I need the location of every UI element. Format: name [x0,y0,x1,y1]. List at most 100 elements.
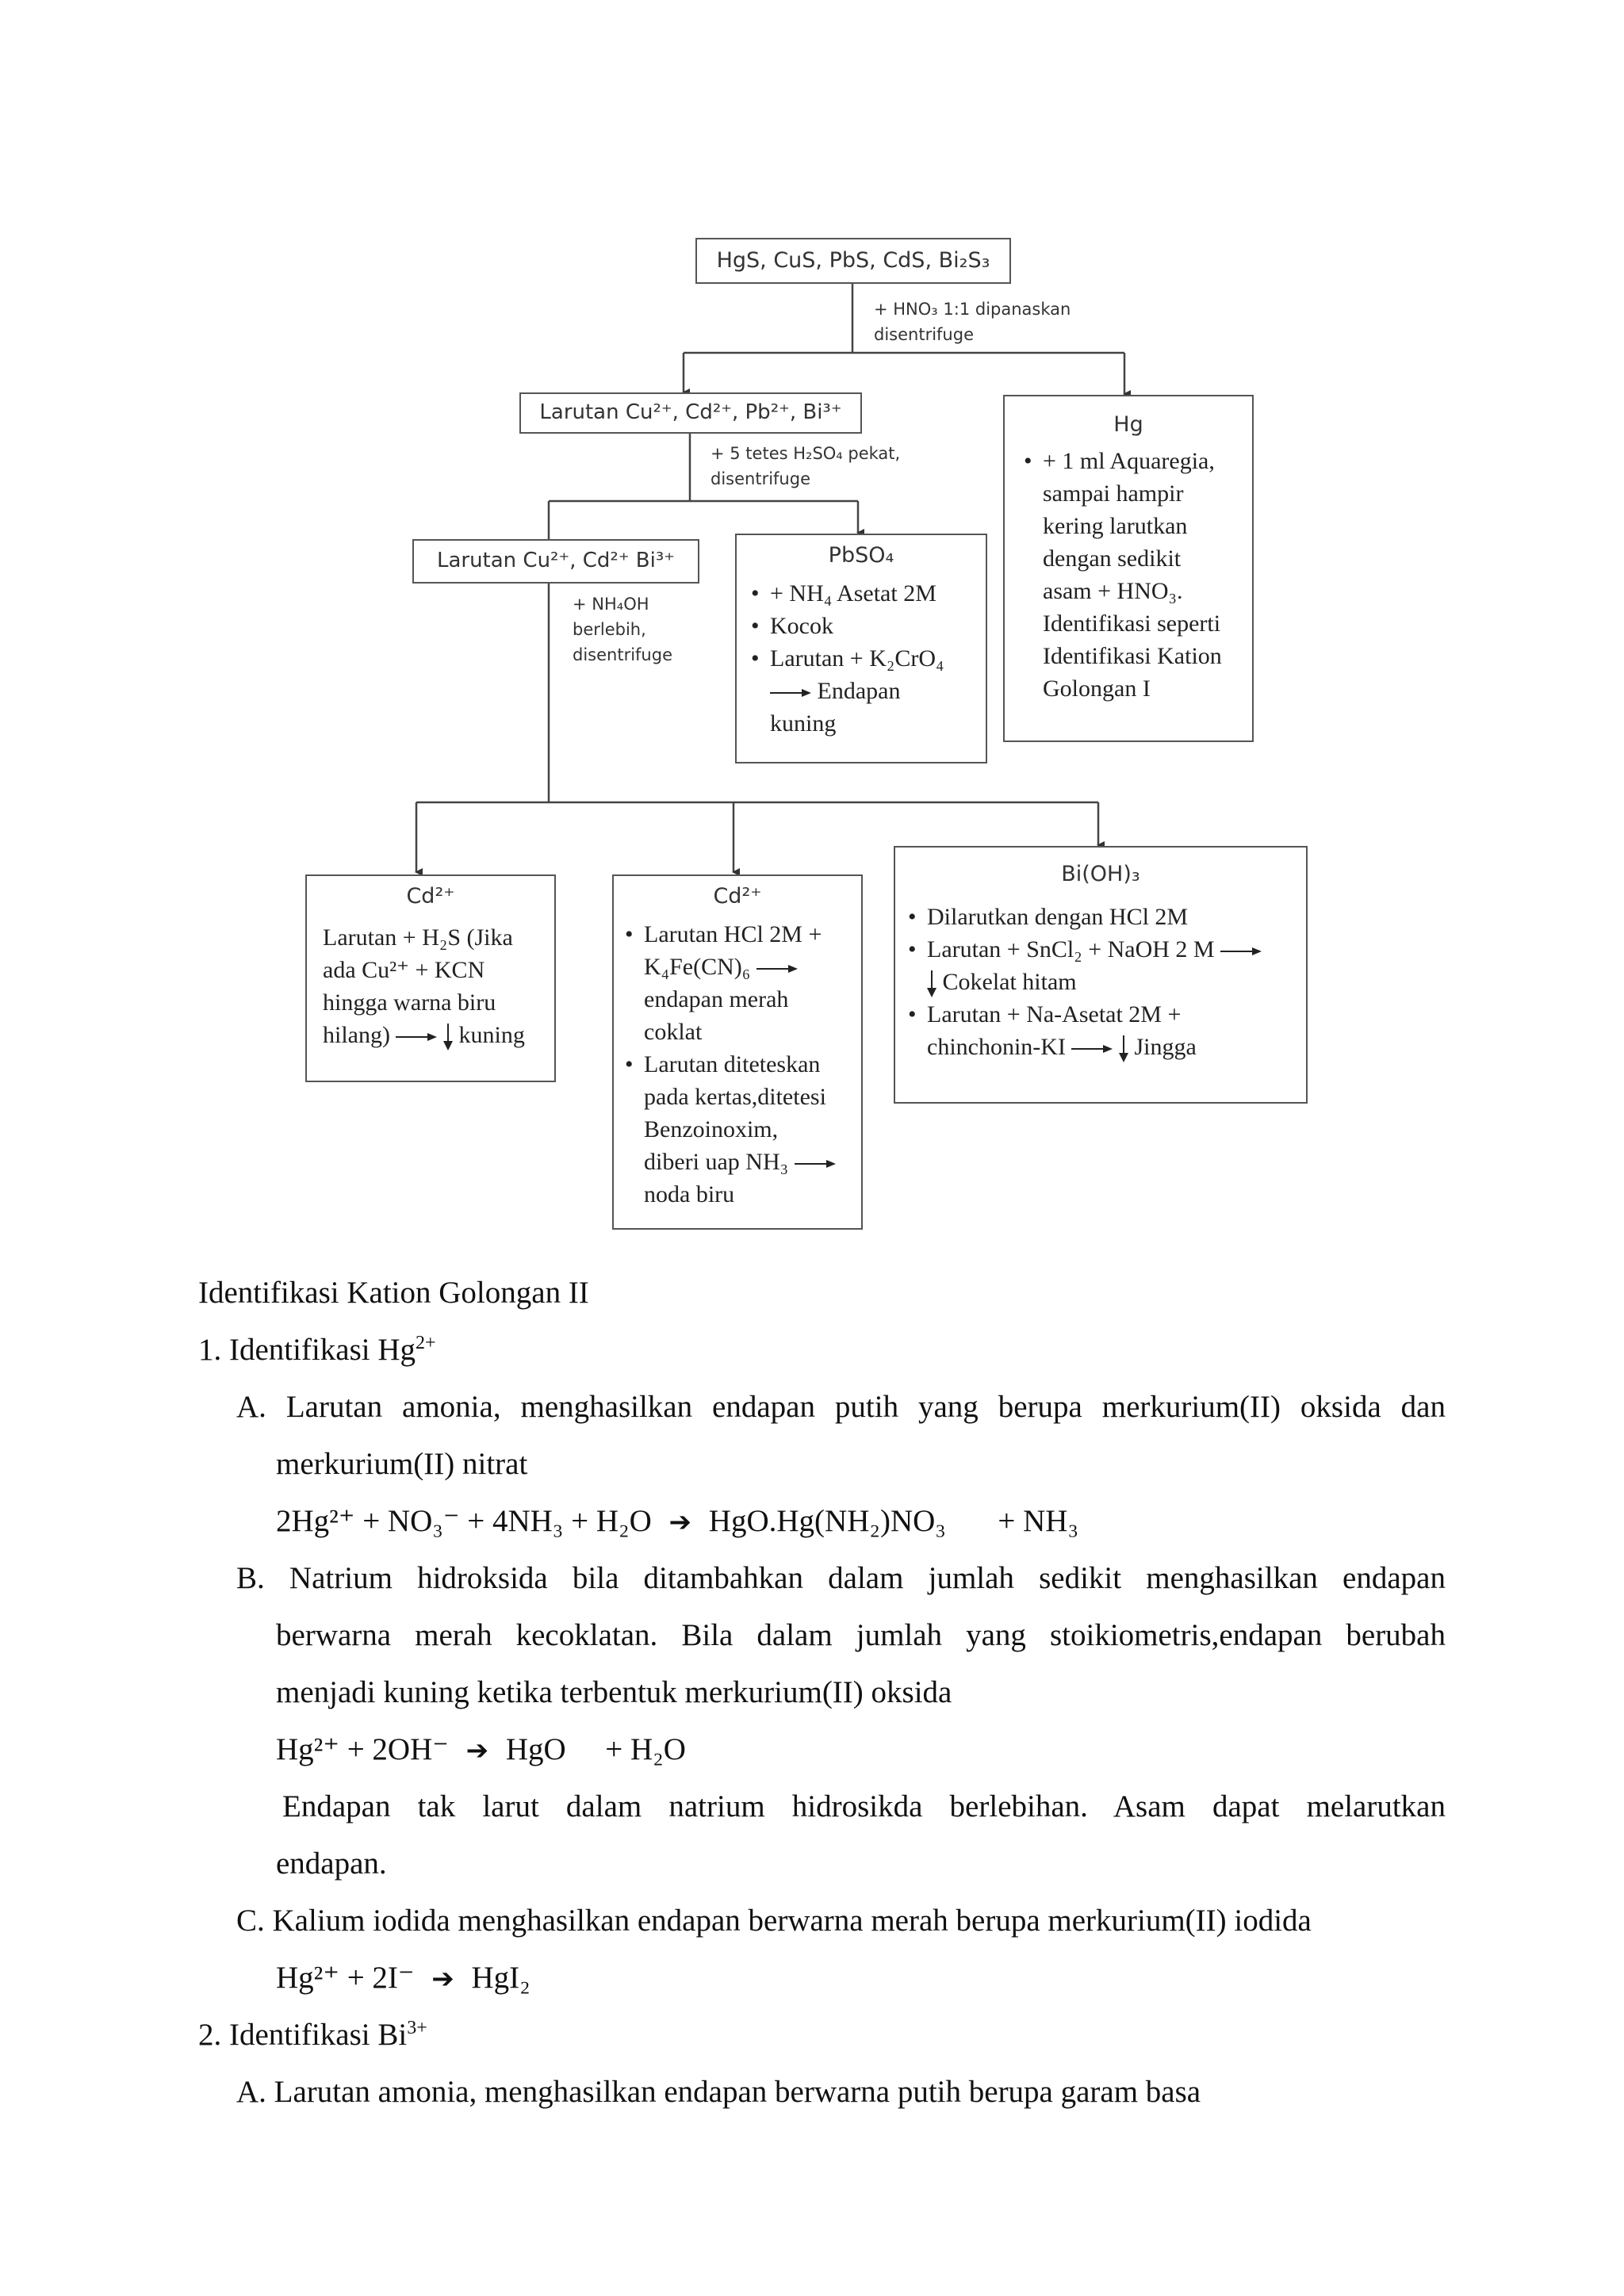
solution-cu-cd-bi-label: Larutan Cu²⁺, Cd²⁺ Bi³⁺ [436,549,676,572]
step3-line: disentrifuge [573,645,672,664]
equation-2-rhs: HgO [505,1732,566,1766]
subsection-bi-label: 2. Identifikasi Bi [198,2018,408,2052]
hg-line: Identifikasi Kation [1043,643,1222,669]
cd1-line: hilang) [323,1022,390,1048]
hg-box: Hg + 1 ml Aquaregia, sampai hampir kerin… [1003,395,1254,742]
equation-1-rhs: HgO.Hg(NH₂)NO₃ [708,1504,946,1538]
bioh3-result: Cokelat hitam [905,966,1306,998]
right-arrow-icon [1071,1045,1113,1054]
cd2-item-line: coklat [644,1019,703,1045]
equation-2: Hg²⁺ + 2OH⁻ ➔ HgO + H₂O [276,1732,686,1767]
step1-note: + HNO₃ 1:1 dipanaskan disentrifuge [874,297,1071,347]
equation-2-rhs2: + H₂O [605,1732,686,1766]
pbso4-result: Endapan [748,675,986,707]
cd1-title: Cd²⁺ [406,884,455,909]
charge-superscript: 3+ [407,2018,427,2038]
hg-procedure: + 1 ml Aquaregia, sampai hampir kering l… [1021,445,1252,705]
step1-line: + HNO₃ 1:1 dipanaskan [874,300,1071,319]
reaction-arrow-icon: ➔ [431,1963,454,1995]
down-arrow-icon [442,1024,453,1051]
right-arrow-icon [770,689,811,698]
pbso4-item: + NH₄ Asetat 2M [748,577,986,610]
right-arrow-icon [1220,947,1262,956]
para-1b-line5: endapan. [276,1846,387,1881]
para-1b-line4: Endapan tak larut dalam natrium hidrosik… [282,1789,1446,1823]
cd2-item-line: diberi uap NH₃ [622,1146,861,1178]
para-1b-line2: berwarna merah kecoklatan. Bila dalam ju… [276,1618,1446,1652]
pbso4-item: Larutan + K₂CrO₄ [748,642,986,675]
bioh3-procedure: Dilarutkan dengan HCl 2M Larutan + SnCl₂… [905,901,1306,1063]
bioh3-title: Bi(OH)₃ [1061,862,1140,886]
step3-note: + NH₄OH berlebih, disentrifuge [573,591,672,668]
cd1-result: kuning [458,1022,525,1048]
hg-line: Golongan I [1043,675,1151,702]
step2-line: disentrifuge [710,469,810,488]
pbso4-result-line: Endapan [817,678,901,704]
down-arrow-icon [927,970,936,998]
cd2-item-line: Benzoinoxim, [644,1116,779,1142]
step3-line: + NH₄OH [573,595,649,614]
equation-3-rhs: HgI₂ [471,1961,530,1995]
cd2-reagent: diberi uap NH₃ [644,1149,789,1175]
down-arrow-icon [1118,1035,1128,1063]
cd1-procedure: Larutan + H₂S (Jika ada Cu²⁺ + KCN hingg… [323,921,554,1051]
right-arrow-icon [756,965,798,974]
hg-line: Identifikasi seperti [1043,610,1221,637]
step3-line: berlebih, [573,620,646,639]
charge-superscript: 2+ [416,1333,436,1353]
pbso4-box: PbSO₄ + NH₄ Asetat 2M Kocok Larutan + K₂… [735,534,987,763]
cd1-last-line: hilang) kuning [323,1019,554,1051]
pbso4-result-line: kuning [770,710,837,737]
right-arrow-icon [794,1160,836,1169]
step2-line: + 5 tetes H₂SO₄ pekat, [710,444,901,463]
subsection-hg-label: 1. Identifikasi Hg [198,1333,416,1367]
bioh3-item: Dilarutkan dengan HCl 2M [905,901,1306,933]
bioh3-result-text: Jingga [1134,1034,1197,1060]
cd-box-2: Cd²⁺ Larutan HCl 2M + K₄Fe(CN)₆ endapan … [612,874,863,1230]
cd2-item-line: noda biru [644,1181,735,1207]
hg-title: Hg [1113,412,1143,437]
para-2a-line1: A. Larutan amonia, menghasilkan endapan … [236,2075,1201,2109]
bioh3-item-text: Larutan + SnCl₂ + NaOH 2 M [927,936,1215,962]
hg-line: kering larutkan [1043,513,1188,539]
bioh3-item: Larutan + SnCl₂ + NaOH 2 M [905,933,1306,966]
equation-3-lhs: Hg²⁺ + 2I⁻ [276,1961,415,1995]
pbso4-item: Kocok [748,610,986,642]
cd2-item: Larutan diteteskan [622,1048,861,1081]
cd2-procedure: Larutan HCl 2M + K₄Fe(CN)₆ endapan merah… [622,918,861,1211]
cd2-item-line: endapan merah [644,986,789,1012]
para-1c-line1: C. Kalium iodida menghasilkan endapan be… [236,1904,1312,1938]
flowchart-connectors [415,284,1131,876]
subsection-bi: 2. Identifikasi Bi3+ [198,2017,427,2053]
cd2-reagent: K₄Fe(CN)₆ [644,954,751,980]
equation-3: Hg²⁺ + 2I⁻ ➔ HgI₂ [276,1960,530,1996]
step1-line: disentrifuge [874,325,974,344]
bioh3-result-text: Cokelat hitam [942,969,1077,995]
cd1-line: hingga warna biru [323,989,496,1016]
hg-line: asam + HNO₃. [1043,578,1183,604]
cd2-item: Larutan HCl 2M + [622,918,861,951]
bioh3-box: Bi(OH)₃ Dilarutkan dengan HCl 2M Larutan… [894,846,1308,1104]
para-1a-line2: merkurium(II) nitrat [276,1447,528,1481]
para-1b-line3: menjadi kuning ketika terbentuk merkuriu… [276,1675,952,1709]
hg-line: sampai hampir [1043,480,1184,507]
cd1-line: Larutan + H₂S (Jika [323,924,513,951]
equation-1-rhs2: + NH₃ [998,1504,1079,1538]
reaction-arrow-icon: ➔ [668,1506,692,1538]
solution-cu-cd-pb-bi-box: Larutan Cu²⁺, Cd²⁺, Pb²⁺, Bi³⁺ [519,392,862,434]
hg-line: + 1 ml Aquaregia, [1021,445,1252,477]
pbso4-procedure: + NH₄ Asetat 2M Kocok Larutan + K₂CrO₄ E… [748,577,986,740]
para-1b-line1: B. Natrium hidroksida bila ditambahkan d… [236,1561,1446,1595]
solution-cu-cd-bi-box: Larutan Cu²⁺, Cd²⁺ Bi³⁺ [412,539,699,584]
pbso4-title: PbSO₄ [828,543,894,568]
flowchart: HgS, CuS, PbS, CdS, Bi₂S₃ + HNO₃ 1:1 dip… [0,0,1624,1237]
sulfide-precipitate-label: HgS, CuS, PbS, CdS, Bi₂S₃ [716,248,990,273]
right-arrow-icon [396,1033,438,1042]
equation-1-lhs: 2Hg²⁺ + NO₃⁻ + 4NH₃ + H₂O [276,1504,652,1538]
reaction-arrow-icon: ➔ [465,1735,489,1766]
cd1-line: ada Cu²⁺ + KCN [323,957,485,983]
para-1a-line1: A. Larutan amonia, menghasilkan endapan … [236,1390,1446,1424]
step2-note: + 5 tetes H₂SO₄ pekat, disentrifuge [710,441,900,492]
cd2-title: Cd²⁺ [713,884,762,909]
section-heading: Identifikasi Kation Golongan II [198,1276,589,1310]
